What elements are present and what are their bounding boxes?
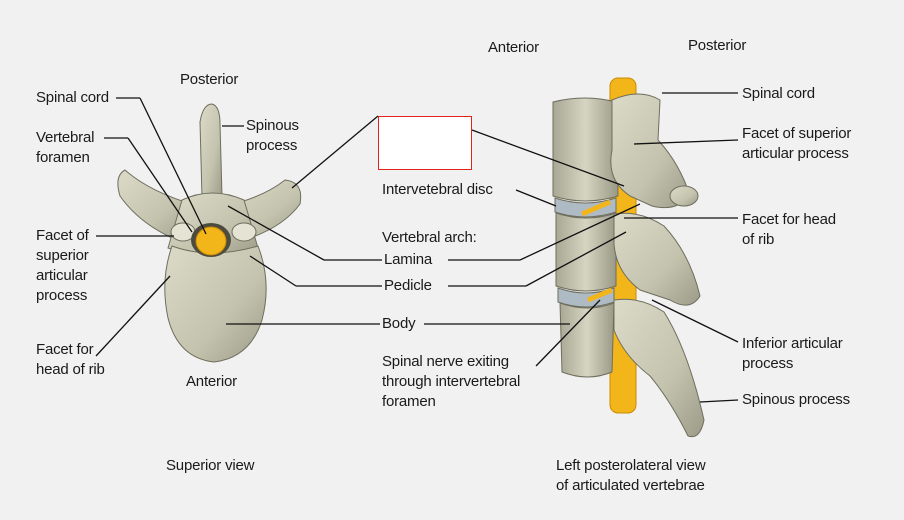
rib-facet-shape	[669, 185, 699, 207]
lamina-label: Lamina	[384, 251, 432, 268]
spinal-nerve-label: Spinal nerve exiting through interverteb…	[382, 353, 521, 410]
articulated-column	[552, 77, 705, 438]
posterior-label-right: Posterior	[688, 37, 747, 54]
pedicle-label: Pedicle	[384, 277, 432, 294]
leader-lines	[95, 92, 739, 403]
vertebral-body-shape	[164, 245, 267, 363]
superior-view-vertebra	[117, 103, 302, 363]
facet-superior-label-right: Facet of superior articular process	[742, 125, 852, 162]
posterior-elements-3	[613, 298, 705, 438]
spinal-cord-label-right: Spinal cord	[742, 85, 815, 102]
intervertebral-disc-1	[554, 197, 617, 218]
posterior-label-left: Posterior	[180, 71, 239, 88]
vertebral-body-3	[559, 302, 615, 378]
spinous-process-left-shape	[199, 103, 223, 199]
anterior-label-top: Anterior	[488, 39, 539, 56]
posterior-elements-2	[613, 212, 701, 306]
spinous-process-label-left: Spinous process	[246, 117, 299, 154]
spinal-nerve-1	[581, 199, 611, 217]
superior-facet-right-shape	[231, 222, 257, 242]
body-label: Body	[382, 315, 416, 332]
spinal-cord-left-shape	[195, 226, 227, 256]
vertebral-body-2	[555, 212, 617, 292]
vertebral-foramen-label: Vertebral foramen	[36, 129, 95, 166]
vertebral-arch-label: Vertebral arch:	[382, 229, 477, 246]
facet-head-rib-label-right: Facet for head of rib	[742, 211, 836, 248]
intervertebral-disc-label: Intervetebral disc	[382, 181, 493, 198]
hidden-label-box	[378, 116, 472, 170]
inferior-articular-label: Inferior articular process	[742, 335, 843, 372]
spinal-nerve-2	[587, 287, 613, 303]
spinal-cord-label-left: Spinal cord	[36, 89, 109, 106]
facet-superior-label-left: Facet of superior articular process	[36, 227, 89, 304]
facet-head-rib-label-left: Facet for head of rib	[36, 341, 105, 378]
anterior-label-left: Anterior	[186, 373, 237, 390]
vertebral-body-1	[552, 97, 619, 202]
posterolateral-view-caption: Left posterolateral view of articulated …	[556, 457, 706, 494]
superior-view-caption: Superior view	[166, 457, 255, 474]
spinous-process-label-right: Spinous process	[742, 391, 850, 408]
